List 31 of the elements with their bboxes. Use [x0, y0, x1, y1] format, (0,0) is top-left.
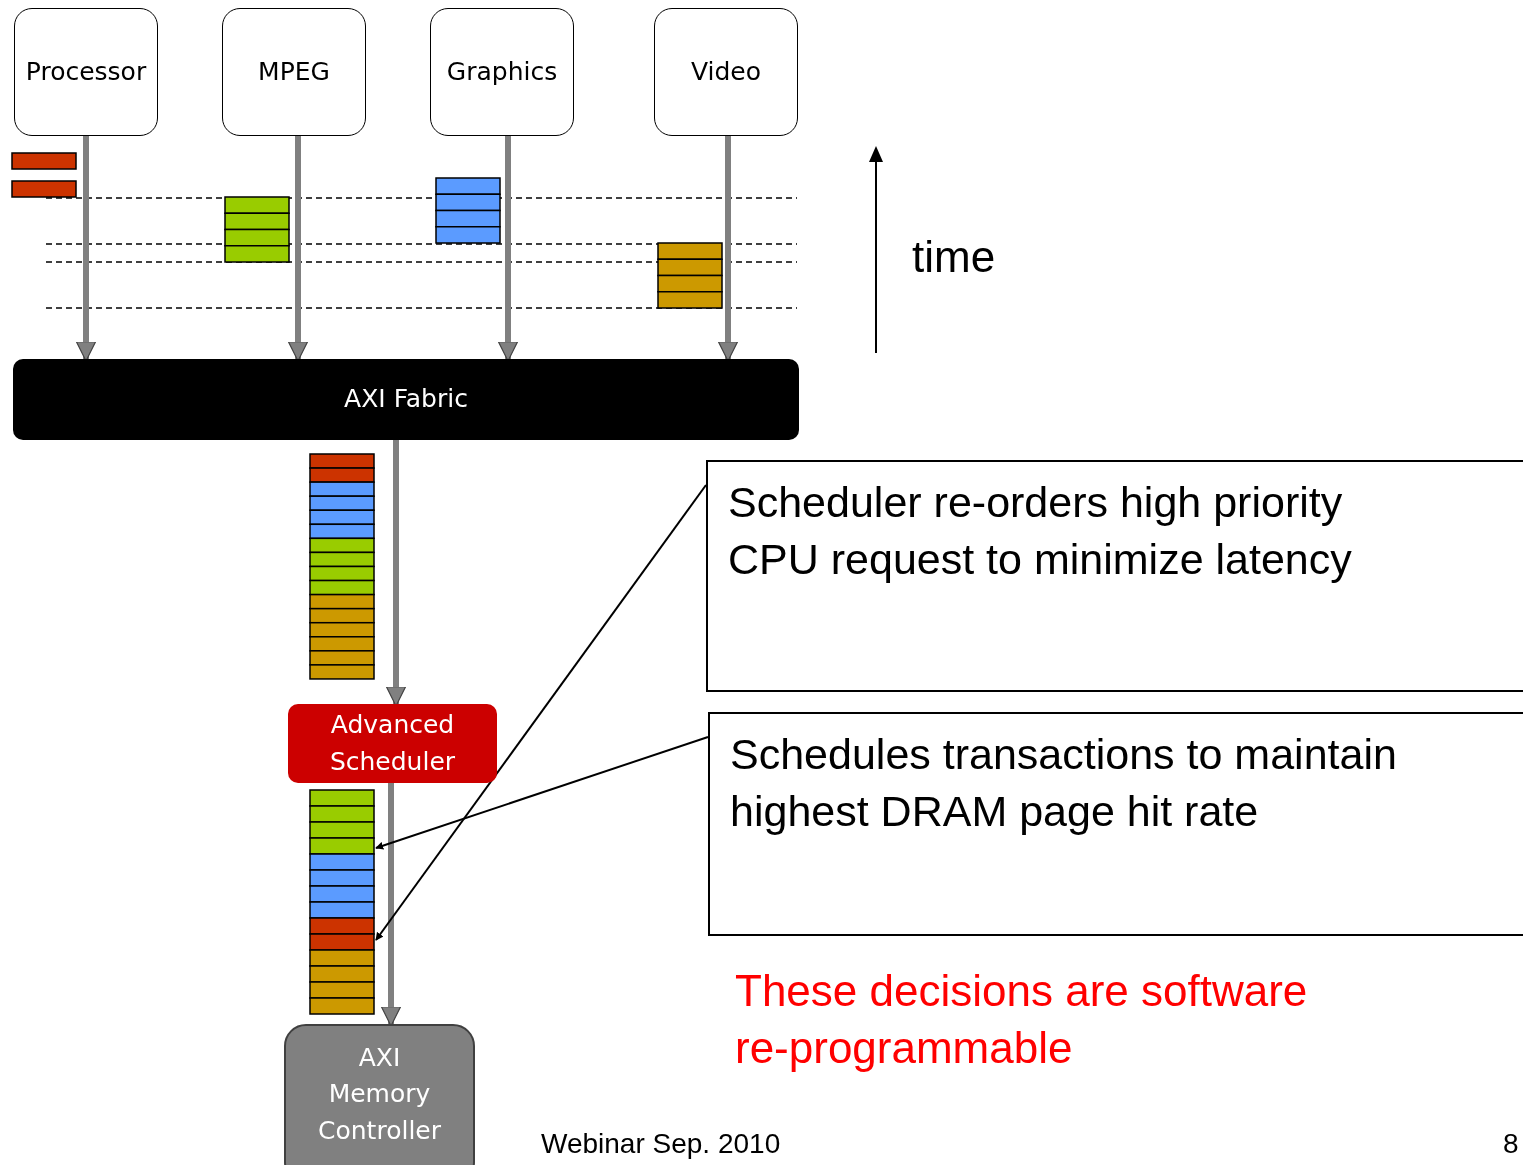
component-label: MPEG: [258, 55, 330, 88]
component-box: [430, 8, 574, 136]
callout-text: Scheduler re-orders high priority CPU request to minimize latency: [728, 477, 1353, 586]
arrow: [385, 440, 407, 707]
page-number: 8: [1503, 1127, 1519, 1161]
component-box: [654, 8, 798, 136]
scheduler-label: Advanced Scheduler: [328, 709, 457, 778]
footer-text: Webinar Sep. 2010: [541, 1127, 781, 1161]
arrow: [287, 136, 309, 362]
arrow: [717, 136, 739, 362]
leader-line: [375, 736, 709, 850]
component-label: Graphics: [446, 55, 558, 88]
callout-text: Schedules transactions to maintain highest DRAM page hit rate: [730, 729, 1398, 838]
arrow: [380, 783, 402, 1027]
time-label: time: [912, 231, 996, 283]
leader-line: [375, 484, 707, 941]
callout-box: [706, 460, 1523, 692]
arrow: [497, 136, 519, 362]
note-text: These decisions are software re-programmable: [735, 965, 1309, 1075]
callout-box: [708, 712, 1523, 936]
scheduler-box: [288, 704, 497, 783]
component-label: Processor: [25, 55, 147, 88]
component-box: [222, 8, 366, 136]
controller-box: [284, 1024, 475, 1165]
arrow: [75, 136, 97, 362]
controller-label: AXI Memory Controller: [317, 1042, 442, 1147]
component-box: [14, 8, 158, 136]
bus-bar: [13, 359, 799, 440]
transaction-blocks-drawing: [310, 790, 374, 1014]
bus-label: AXI Fabric: [344, 383, 468, 416]
component-label: Video: [690, 55, 761, 88]
